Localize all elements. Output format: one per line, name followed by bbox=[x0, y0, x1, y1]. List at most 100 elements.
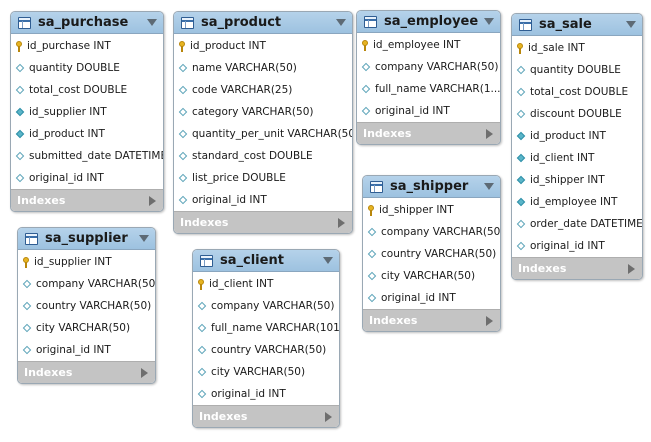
table-header[interactable]: sa_purchase bbox=[11, 12, 163, 34]
column-row[interactable]: order_date DATETIME bbox=[512, 213, 642, 235]
expand-arrow-icon[interactable] bbox=[486, 128, 493, 139]
column-row[interactable]: id_product INT bbox=[174, 35, 352, 57]
indexes-section[interactable]: Indexes bbox=[357, 122, 500, 144]
column-row[interactable]: company VARCHAR(50) bbox=[18, 273, 155, 295]
column-row[interactable]: full_name VARCHAR(101) bbox=[193, 317, 339, 339]
column-name: id_client INT bbox=[530, 152, 595, 164]
table-header[interactable]: sa_client bbox=[193, 250, 339, 272]
column-row[interactable]: full_name VARCHAR(1... bbox=[357, 78, 500, 100]
column-row[interactable]: company VARCHAR(50) bbox=[363, 221, 500, 243]
table-icon bbox=[519, 18, 532, 31]
indexes-section[interactable]: Indexes bbox=[363, 309, 500, 331]
column-row[interactable]: discount DOUBLE bbox=[512, 103, 642, 125]
table-header[interactable]: sa_supplier bbox=[18, 228, 155, 250]
column-diamond-icon bbox=[178, 129, 188, 139]
table-sa-product[interactable]: sa_product id_product INT name VARCHAR(5… bbox=[173, 11, 353, 234]
foreign-key-diamond-icon bbox=[516, 197, 526, 207]
column-row[interactable]: country VARCHAR(50) bbox=[363, 243, 500, 265]
column-row[interactable]: name VARCHAR(50) bbox=[174, 57, 352, 79]
collapse-arrow-icon[interactable] bbox=[323, 257, 333, 264]
table-header[interactable]: sa_product bbox=[174, 12, 352, 34]
column-row[interactable]: original_id INT bbox=[357, 100, 500, 122]
expand-arrow-icon[interactable] bbox=[338, 217, 345, 228]
column-row[interactable]: id_client INT bbox=[193, 273, 339, 295]
indexes-label: Indexes bbox=[180, 216, 229, 229]
column-row[interactable]: id_product INT bbox=[11, 123, 163, 145]
column-row[interactable]: city VARCHAR(50) bbox=[18, 317, 155, 339]
indexes-label: Indexes bbox=[24, 366, 73, 379]
indexes-section[interactable]: Indexes bbox=[11, 189, 163, 211]
table-sa-shipper[interactable]: sa_shipper id_shipper INT company VARCHA… bbox=[362, 175, 501, 332]
column-row[interactable]: id_sale INT bbox=[512, 37, 642, 59]
indexes-section[interactable]: Indexes bbox=[174, 211, 352, 233]
table-sa-supplier[interactable]: sa_supplier id_supplier INT company VARC… bbox=[17, 227, 156, 384]
column-row[interactable]: category VARCHAR(50) bbox=[174, 101, 352, 123]
table-sa-employee[interactable]: sa_employee id_employee INT company VARC… bbox=[356, 10, 501, 145]
expand-arrow-icon[interactable] bbox=[325, 411, 332, 422]
collapse-arrow-icon[interactable] bbox=[139, 235, 149, 242]
column-row[interactable]: id_supplier INT bbox=[18, 251, 155, 273]
column-name: id_product INT bbox=[530, 130, 606, 142]
column-name: company VARCHAR(50) bbox=[36, 278, 155, 290]
collapse-arrow-icon[interactable] bbox=[484, 183, 494, 190]
table-sa-purchase[interactable]: sa_purchase id_purchase INT quantity DOU… bbox=[10, 11, 164, 212]
expand-arrow-icon[interactable] bbox=[149, 195, 156, 206]
column-row[interactable]: id_employee INT bbox=[512, 191, 642, 213]
column-row[interactable]: quantity DOUBLE bbox=[11, 57, 163, 79]
collapse-arrow-icon[interactable] bbox=[484, 18, 494, 25]
collapse-arrow-icon[interactable] bbox=[336, 19, 346, 26]
column-row[interactable]: company VARCHAR(50) bbox=[357, 56, 500, 78]
table-header[interactable]: sa_employee bbox=[357, 11, 500, 33]
expand-arrow-icon[interactable] bbox=[141, 367, 148, 378]
column-row[interactable]: country VARCHAR(50) bbox=[18, 295, 155, 317]
column-diamond-icon bbox=[197, 389, 207, 399]
column-row[interactable]: original_id INT bbox=[11, 167, 163, 189]
column-row[interactable]: city VARCHAR(50) bbox=[363, 265, 500, 287]
collapse-arrow-icon[interactable] bbox=[147, 19, 157, 26]
column-row[interactable]: id_client INT bbox=[512, 147, 642, 169]
column-row[interactable]: id_supplier INT bbox=[11, 101, 163, 123]
column-row[interactable]: id_product INT bbox=[512, 125, 642, 147]
table-header[interactable]: sa_shipper bbox=[363, 176, 500, 198]
indexes-section[interactable]: Indexes bbox=[193, 405, 339, 427]
foreign-key-diamond-icon bbox=[516, 175, 526, 185]
column-row[interactable]: quantity DOUBLE bbox=[512, 59, 642, 81]
column-name: company VARCHAR(50) bbox=[211, 300, 335, 312]
column-row[interactable]: total_cost DOUBLE bbox=[512, 81, 642, 103]
column-row[interactable]: id_employee INT bbox=[357, 34, 500, 56]
indexes-section[interactable]: Indexes bbox=[512, 257, 642, 279]
column-row[interactable]: original_id INT bbox=[512, 235, 642, 257]
column-row[interactable]: city VARCHAR(50) bbox=[193, 361, 339, 383]
column-row[interactable]: country VARCHAR(50) bbox=[193, 339, 339, 361]
column-name: original_id INT bbox=[29, 172, 104, 184]
column-row[interactable]: id_purchase INT bbox=[11, 35, 163, 57]
column-name: original_id INT bbox=[530, 240, 605, 252]
column-diamond-icon bbox=[178, 195, 188, 205]
column-list: id_purchase INT quantity DOUBLE total_co… bbox=[11, 34, 163, 189]
collapse-arrow-icon[interactable] bbox=[626, 21, 636, 28]
expand-arrow-icon[interactable] bbox=[486, 315, 493, 326]
column-row[interactable]: original_id INT bbox=[193, 383, 339, 405]
column-name: id_purchase INT bbox=[27, 40, 111, 52]
column-row[interactable]: id_shipper INT bbox=[512, 169, 642, 191]
column-row[interactable]: quantity_per_unit VARCHAR(50) bbox=[174, 123, 352, 145]
column-name: country VARCHAR(50) bbox=[211, 344, 327, 356]
column-row[interactable]: original_id INT bbox=[18, 339, 155, 361]
column-row[interactable]: code VARCHAR(25) bbox=[174, 79, 352, 101]
column-row[interactable]: submitted_date DATETIME bbox=[11, 145, 163, 167]
column-row[interactable]: standard_cost DOUBLE bbox=[174, 145, 352, 167]
column-row[interactable]: company VARCHAR(50) bbox=[193, 295, 339, 317]
foreign-key-diamond-icon bbox=[516, 131, 526, 141]
column-diamond-icon bbox=[178, 85, 188, 95]
column-row[interactable]: original_id INT bbox=[363, 287, 500, 309]
column-row[interactable]: list_price DOUBLE bbox=[174, 167, 352, 189]
table-header[interactable]: sa_sale bbox=[512, 14, 642, 36]
column-row[interactable]: total_cost DOUBLE bbox=[11, 79, 163, 101]
indexes-section[interactable]: Indexes bbox=[18, 361, 155, 383]
column-row[interactable]: original_id INT bbox=[174, 189, 352, 211]
column-row[interactable]: id_shipper INT bbox=[363, 199, 500, 221]
table-sa-sale[interactable]: sa_sale id_sale INT quantity DOUBLE tota… bbox=[511, 13, 643, 280]
expand-arrow-icon[interactable] bbox=[628, 263, 635, 274]
column-list: id_shipper INT company VARCHAR(50) count… bbox=[363, 198, 500, 309]
table-sa-client[interactable]: sa_client id_client INT company VARCHAR(… bbox=[192, 249, 340, 428]
